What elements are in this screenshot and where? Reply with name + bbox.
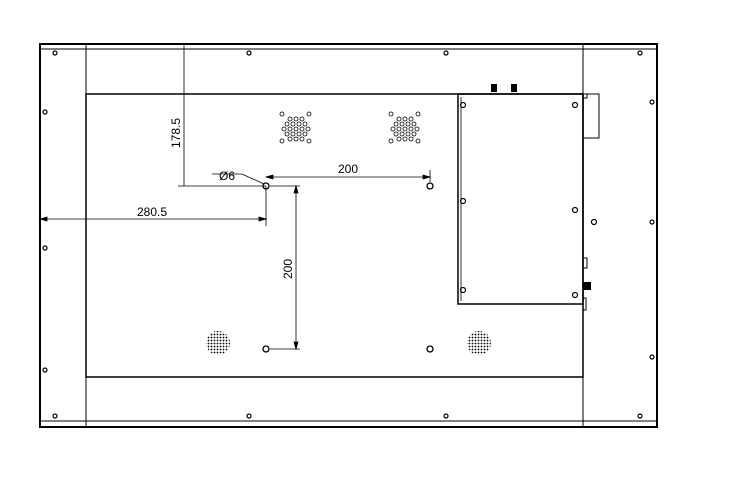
dimension-lines bbox=[38, 44, 432, 351]
speaker-grille-left bbox=[206, 331, 230, 355]
electronics-box bbox=[457, 84, 600, 311]
box-screws bbox=[459, 101, 579, 299]
outer-frame bbox=[39, 43, 658, 428]
inner-panel bbox=[85, 93, 584, 378]
fan-right bbox=[388, 111, 421, 144]
dim-top-offset: 178.5 bbox=[169, 118, 183, 148]
fan-left bbox=[279, 111, 312, 144]
dim-left-offset: 280.5 bbox=[137, 205, 167, 219]
frame-screws bbox=[42, 50, 655, 419]
speaker-grille-right bbox=[467, 331, 491, 355]
dim-vertical-spacing: 200 bbox=[281, 259, 295, 279]
dim-hole-diameter: Ø6 bbox=[219, 169, 235, 183]
dim-horizontal-spacing: 200 bbox=[338, 162, 358, 176]
